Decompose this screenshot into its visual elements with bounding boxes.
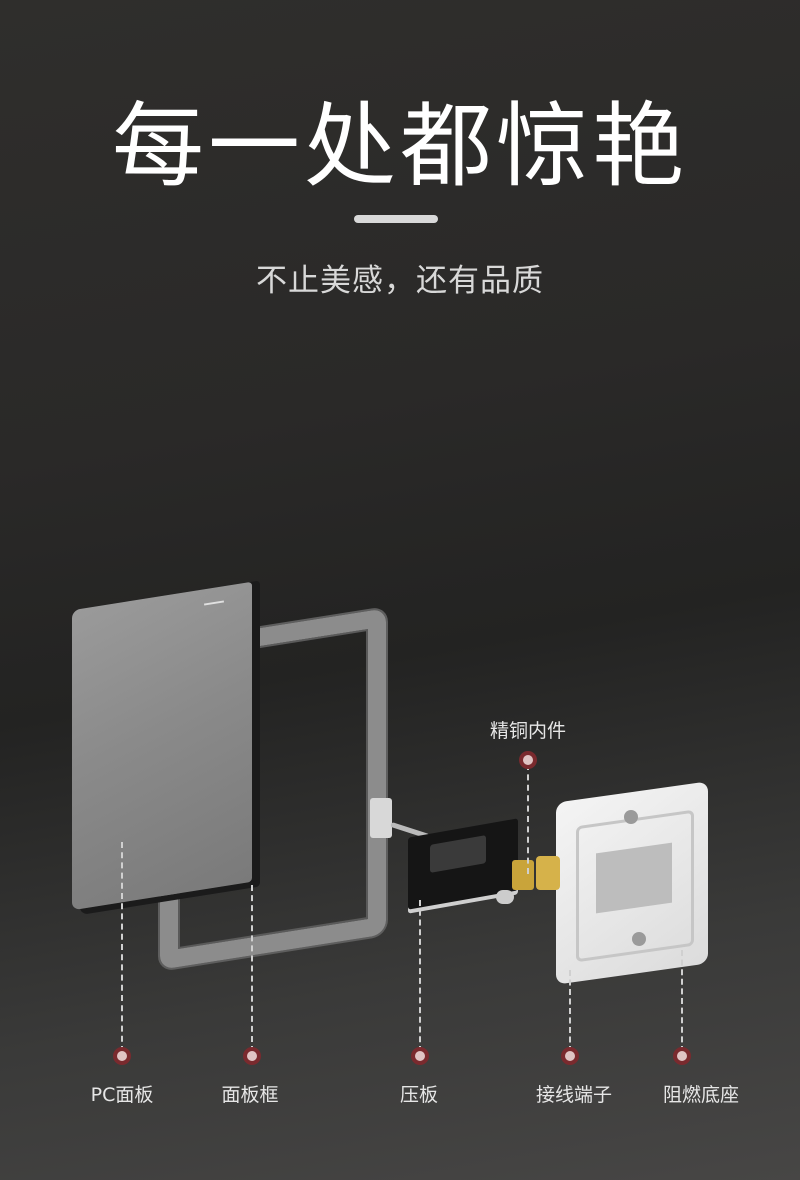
callout-line-panel-frame [251,885,253,1052]
copper-contact-right [536,856,560,890]
callout-line-pressure-plate [419,900,421,1052]
connector-clip [370,798,392,838]
label-base: 阻燃底座 [662,1084,740,1106]
callout-line-base [681,950,683,1052]
label-pc-panel: PC面板 [90,1084,154,1106]
terminal-screw [496,890,514,904]
base-core [596,842,672,914]
page-subtitle: 不止美感，还有品质 [256,263,544,299]
marker-base [677,1051,687,1061]
callout-line-terminal [569,970,571,1052]
page-title: 每一处都惊艳 [111,93,688,200]
label-copper-inner: 精铜内件 [489,720,567,742]
marker-copper-inner [523,755,533,765]
marker-pressure-plate [415,1051,425,1061]
label-terminal: 接线端子 [535,1084,613,1106]
pc-panel-part [72,581,252,911]
label-pressure-plate: 压板 [399,1084,439,1106]
copper-contact-left [512,860,534,890]
marker-pc-panel [117,1051,127,1061]
label-panel-frame: 面板框 [221,1084,279,1106]
screw-hole-bottom [632,932,646,946]
callout-line-copper-inner [527,764,529,874]
exploded-product-illustration [0,560,800,1000]
screw-hole-top [624,810,638,824]
marker-terminal [565,1051,575,1061]
title-divider [354,215,438,223]
callout-line-pc-panel [121,842,123,1052]
marker-panel-frame [247,1051,257,1061]
